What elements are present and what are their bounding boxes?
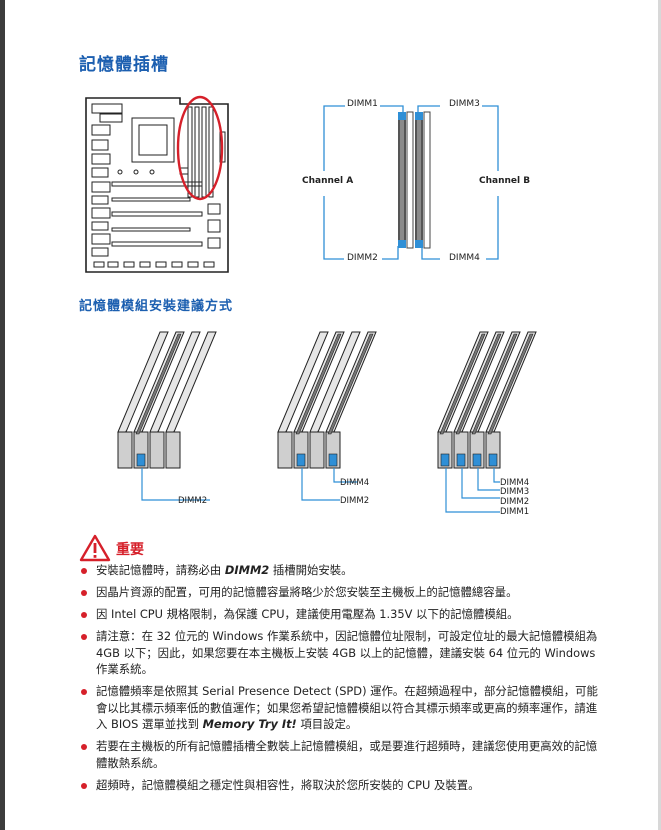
- motherboard-layout-diagram: [85, 95, 229, 273]
- note-item: 若要在主機板的所有記憶體插槽全數裝上記憶體模組，或是要進行超頻時，建議您使用更高…: [79, 738, 599, 771]
- note-item: 因 Intel CPU 規格限制，為保護 CPU，建議使用電壓為 1.35V 以…: [79, 606, 599, 623]
- install-illustrations: [117, 331, 537, 513]
- note-emphasis: DIMM2: [224, 563, 270, 577]
- label-channel-b: Channel B: [477, 176, 533, 186]
- label-channel-a: Channel A: [300, 176, 356, 186]
- note-item: 安裝記憶體時，請務必由 DIMM2 插槽開始安裝。: [79, 562, 599, 579]
- note-text: 超頻時，記憶體模組之穩定性與相容性，將取決於您所安裝的 CPU 及裝置。: [96, 777, 480, 792]
- install-two-label-dimm4: DIMM4: [340, 478, 370, 488]
- page-edge-left: [0, 0, 5, 830]
- install-two-label-dimm2: DIMM2: [340, 496, 370, 506]
- dimm-channel-diagram: [323, 105, 499, 260]
- page-edge-right: [658, 0, 661, 830]
- note-text: 請注意：在 32 位元的 Windows 作業系統中，因記憶體位址限制，可設定位…: [96, 629, 598, 676]
- section-title-install-recommendation: 記憶體模組安裝建議方式: [79, 299, 234, 314]
- note-text: 因 Intel CPU 規格限制，為保護 CPU，建議使用電壓為 1.35V 以…: [96, 607, 519, 621]
- note-text: 因晶片資源的配置，可用的記憶體容量將略少於您安裝至主機板上的記憶體總容量。: [96, 585, 518, 599]
- note-item: 因晶片資源的配置，可用的記憶體容量將略少於您安裝至主機板上的記憶體總容量。: [79, 584, 599, 601]
- note-text-tail: 項目設定。: [296, 717, 358, 731]
- important-notes-list: 安裝記憶體時，請務必由 DIMM2 插槽開始安裝。因晶片資源的配置，可用的記憶體…: [79, 562, 599, 799]
- install-four-label-dimm2: DIMM2: [500, 497, 530, 507]
- note-emphasis: Memory Try It!: [202, 717, 297, 731]
- section-title-memory-slots: 記憶體插槽: [79, 55, 169, 75]
- label-dimm4: DIMM4: [447, 253, 482, 263]
- label-dimm3: DIMM3: [447, 99, 482, 109]
- install-one-label-dimm2: DIMM2: [178, 496, 208, 506]
- install-four-label-dimm3: DIMM3: [500, 487, 530, 497]
- note-item: 請注意：在 32 位元的 Windows 作業系統中，因記憶體位址限制，可設定位…: [79, 628, 599, 678]
- label-dimm1: DIMM1: [345, 99, 380, 109]
- note-item: 超頻時，記憶體模組之穩定性與相容性，將取決於您所安裝的 CPU 及裝置。: [79, 777, 599, 794]
- important-title: 重要: [116, 542, 144, 558]
- note-text-tail: 插槽開始安裝。: [269, 563, 353, 577]
- note-text: 若要在主機板的所有記憶體插槽全數裝上記憶體模組，或是要進行超頻時，建議您使用更高…: [96, 739, 598, 770]
- warning-icon: [79, 534, 111, 562]
- note-text: 記憶體頻率是依照其 Serial Presence Detect (SPD) 運…: [96, 684, 598, 731]
- note-text: 安裝記憶體時，請務必由: [96, 563, 225, 577]
- install-four-label-dimm4: DIMM4: [500, 478, 530, 488]
- label-dimm2: DIMM2: [345, 253, 380, 263]
- install-four-label-dimm1: DIMM1: [500, 507, 530, 517]
- note-item: 記憶體頻率是依照其 Serial Presence Detect (SPD) 運…: [79, 683, 599, 733]
